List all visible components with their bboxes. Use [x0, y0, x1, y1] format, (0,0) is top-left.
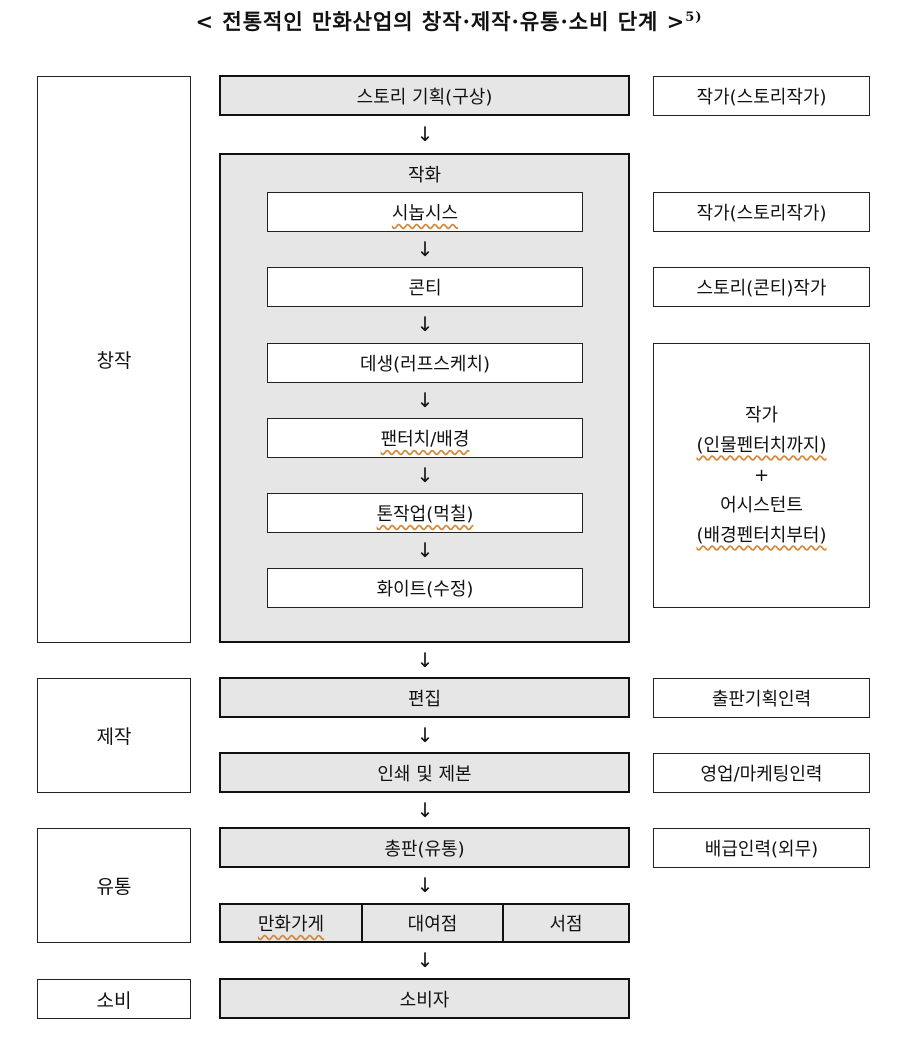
footnote-marker: 5)	[685, 10, 703, 25]
role-drawing-line-1: 작가	[744, 404, 779, 426]
step-sketch-label: 데생(러프스케치)	[360, 354, 490, 375]
editing-box: 편집	[219, 677, 630, 718]
arrow-down-icon: ↓	[416, 648, 434, 672]
wholesale-label: 총판(유통)	[384, 838, 465, 860]
role-printing-label: 영업/마케팅인력	[700, 764, 823, 785]
outlet-comic-shop-label: 만화가게	[257, 914, 325, 935]
arrow-down-icon: ↓	[416, 237, 434, 261]
wholesale-box: 총판(유통)	[219, 827, 630, 868]
role-printing: 영업/마케팅인력	[653, 753, 870, 793]
role-wholesale: 배급인력(외무)	[653, 828, 870, 868]
diagram-title: < 전통적인 만화산업의 창작·제작·유통·소비 단계 >5)	[0, 6, 898, 36]
printing-label: 인쇄 및 제본	[377, 763, 472, 785]
story-planning-label: 스토리 기획(구상)	[356, 86, 493, 108]
arrow-down-icon: ↓	[416, 388, 434, 412]
arrow-down-icon: ↓	[416, 538, 434, 562]
step-pen-background-label: 팬터치/배경	[380, 429, 470, 450]
stage-creation: 창작	[37, 76, 191, 643]
story-planning-box: 스토리 기획(구상)	[219, 75, 630, 116]
role-drawing-line-5: (배경펜터치부터)	[696, 524, 827, 546]
outlet-bookstore: 서점	[502, 905, 628, 941]
step-white-label: 화이트(수정)	[376, 579, 474, 600]
arrow-down-icon: ↓	[416, 122, 434, 146]
step-sketch: 데생(러프스케치)	[267, 343, 583, 383]
arrow-down-icon: ↓	[416, 312, 434, 336]
role-story-planning-label: 작가(스토리작가)	[696, 87, 827, 108]
arrow-down-icon: ↓	[416, 948, 434, 972]
role-wholesale-label: 배급인력(외무)	[704, 839, 819, 860]
stage-production: 제작	[37, 678, 191, 793]
arrow-down-icon: ↓	[416, 798, 434, 822]
step-white: 화이트(수정)	[267, 568, 583, 608]
stage-creation-label: 창작	[96, 350, 132, 372]
role-story-planning: 작가(스토리작가)	[653, 76, 870, 116]
outlets-row: 만화가게 대여점 서점	[219, 903, 630, 943]
step-pen-background: 팬터치/배경	[267, 418, 583, 458]
role-conti: 스토리(콘티)작가	[653, 267, 870, 307]
editing-label: 편집	[407, 688, 442, 710]
step-tone: 톤작업(먹칠)	[267, 493, 583, 533]
step-synopsis: 시놉시스	[267, 192, 583, 232]
stage-production-label: 제작	[96, 726, 132, 748]
role-editing: 출판기획인력	[653, 678, 870, 718]
role-editing-label: 출판기획인력	[711, 689, 812, 710]
stage-consumption: 소비	[37, 979, 191, 1019]
role-drawing-line-2: (인물펜터치까지)	[696, 434, 827, 456]
drawing-group-label: 작화	[407, 165, 442, 186]
consumer-box: 소비자	[219, 978, 630, 1019]
consumer-label: 소비자	[399, 989, 450, 1011]
printing-box: 인쇄 및 제본	[219, 752, 630, 793]
outlet-rental-store: 대여점	[361, 905, 502, 941]
arrow-down-icon: ↓	[416, 873, 434, 897]
role-synopsis: 작가(스토리작가)	[653, 192, 870, 232]
outlet-rental-store-label: 대여점	[407, 914, 458, 935]
drawing-group-container: 작화	[219, 153, 630, 643]
step-synopsis-label: 시놉시스	[391, 203, 459, 224]
stage-distribution-label: 유통	[96, 876, 132, 898]
arrow-down-icon: ↓	[416, 723, 434, 747]
outlet-comic-shop: 만화가게	[221, 905, 361, 941]
role-synopsis-label: 작가(스토리작가)	[696, 203, 827, 224]
stage-consumption-label: 소비	[96, 989, 132, 1012]
role-drawing-line-4: 어시스턴트	[720, 494, 803, 516]
role-conti-label: 스토리(콘티)작가	[696, 278, 827, 299]
outlet-bookstore-label: 서점	[549, 914, 583, 935]
role-drawing-plus: +	[753, 464, 770, 486]
step-tone-label: 톤작업(먹칠)	[376, 504, 474, 525]
step-conti: 콘티	[267, 267, 583, 307]
step-conti-label: 콘티	[408, 278, 442, 299]
role-drawing: 작가 (인물펜터치까지) + 어시스턴트 (배경펜터치부터)	[653, 343, 870, 608]
arrow-down-icon: ↓	[416, 463, 434, 487]
stage-distribution: 유통	[37, 828, 191, 943]
diagram-title-text: < 전통적인 만화산업의 창작·제작·유통·소비 단계 >	[195, 9, 686, 34]
